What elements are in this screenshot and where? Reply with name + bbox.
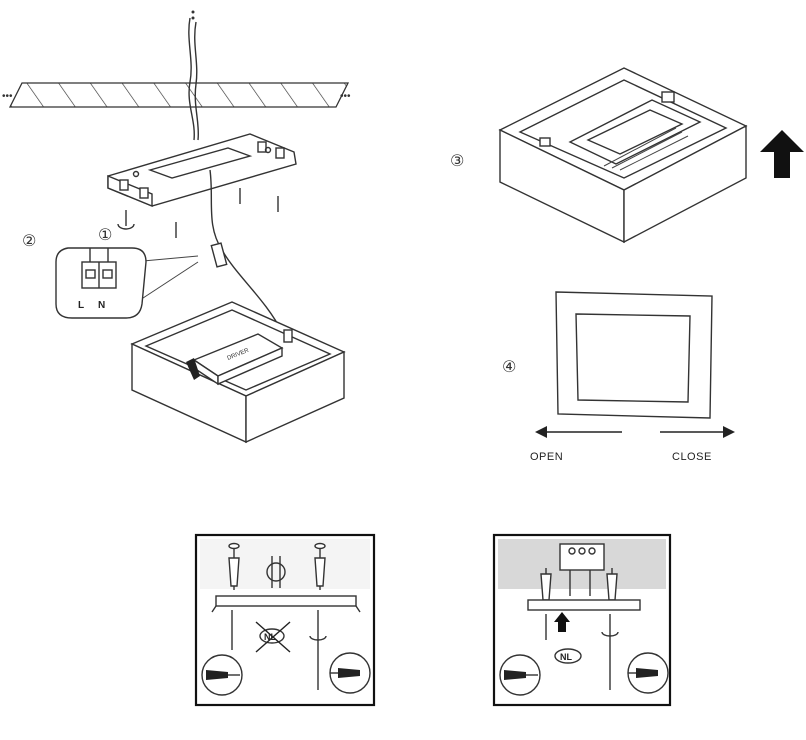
junction-box <box>559 543 605 596</box>
diffuser-cover <box>555 291 713 419</box>
screw-fixing-panel-left: NL <box>194 533 376 707</box>
fixture-box-open: DRIVER <box>130 301 346 444</box>
mains-cable <box>188 17 195 141</box>
mounting-screws <box>175 188 279 238</box>
open-label: OPEN <box>530 451 563 463</box>
screwdriver-detail-left-2 <box>499 654 541 696</box>
ellipsis-right: ••• <box>340 91 351 102</box>
terminal-live-label: L <box>78 300 84 311</box>
terminal-callout: L N <box>55 247 199 319</box>
junction-box-icon <box>266 556 286 588</box>
screwdriver-detail-right-2 <box>627 652 669 694</box>
screw-fixing-panel-right: NL <box>492 533 672 707</box>
step-1-number: ① <box>98 227 112 244</box>
mounting-bracket-right <box>527 599 641 611</box>
ceiling-wiring-figure: ••• ••• ① ② <box>2 10 351 444</box>
terminal-neutral-label: N <box>98 300 105 311</box>
rotate-icon <box>117 210 135 230</box>
up-arrow-small-icon <box>554 612 570 632</box>
step-3-number: ③ <box>450 153 464 170</box>
up-arrow-icon <box>760 130 804 178</box>
mounting-bracket <box>211 595 361 613</box>
mounting-plate <box>107 133 297 208</box>
left-nl-badge: NL <box>264 632 276 642</box>
no-connection-badge: NL <box>255 621 291 653</box>
cover-figure: ④ OPEN CLOSE <box>502 291 735 463</box>
wall-plugs <box>228 542 326 590</box>
heatsink-fins <box>603 127 689 171</box>
ceiling-slab <box>8 82 350 108</box>
closed-fixture-figure: ③ <box>450 67 804 244</box>
connection-badge: NL <box>554 648 582 664</box>
ellipsis-left: ••• <box>2 91 13 102</box>
step-4-number: ④ <box>502 359 516 376</box>
driver-unit: DRIVER <box>192 333 284 386</box>
step-2-number: ② <box>22 233 36 250</box>
screwdriver-detail-right <box>329 652 371 694</box>
screwdriver-detail-left <box>201 654 243 696</box>
close-label: CLOSE <box>672 451 712 463</box>
right-nl-badge: NL <box>560 652 572 662</box>
